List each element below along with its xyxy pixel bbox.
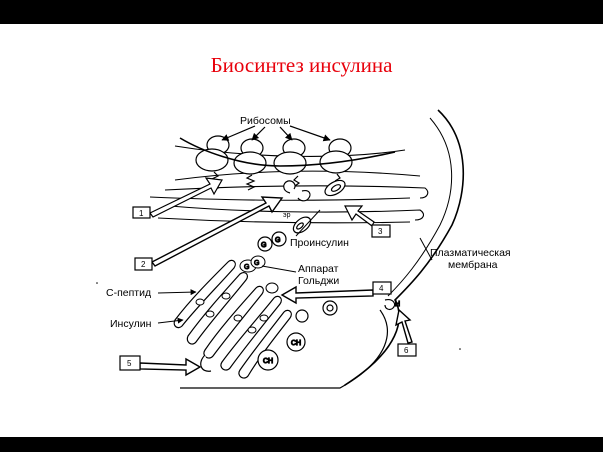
svg-text:CH: CH (291, 340, 301, 347)
transport-vesicles: G G (257, 216, 312, 252)
label-er: эр (283, 212, 291, 219)
step-1-number: 1 (139, 209, 144, 218)
step-5-number: 5 (127, 359, 132, 368)
step-6-number: 6 (404, 346, 409, 355)
dot-mark (344, 384, 346, 386)
bottom-black-bar (0, 437, 603, 452)
membrane-pointer (419, 237, 433, 261)
step-3: 3 (344, 205, 391, 238)
label-membrane-line1: Плазматическая (430, 247, 511, 259)
secretory-granules: CH CH (200, 300, 338, 372)
membrane-bottom-line (180, 309, 388, 389)
dot-mark (459, 348, 461, 350)
top-black-bar (0, 0, 603, 24)
insulin-pointer (157, 317, 184, 324)
step-2: 2 (134, 196, 284, 271)
label-c-peptide: С-пептид (106, 287, 151, 299)
step-3-number: 3 (378, 227, 383, 236)
svg-text:CH: CH (263, 358, 273, 365)
c-peptide-pointer (157, 289, 197, 296)
mrna-strand (179, 137, 396, 167)
svg-text:G: G (275, 237, 280, 244)
step-4-number: 4 (379, 284, 384, 293)
svg-text:H: H (395, 301, 400, 308)
exocytosis-site: H (384, 299, 401, 311)
golgi-granules: G G (195, 255, 279, 334)
svg-text:G: G (254, 260, 259, 267)
dot-mark (96, 282, 98, 284)
label-insulin: Инсулин (110, 318, 152, 330)
step-5: 5 (119, 355, 202, 377)
label-golgi-line1: Аппарат (298, 263, 339, 275)
step-2-number: 2 (141, 260, 146, 269)
golgi-pointer (261, 265, 297, 273)
slide-title: Биосинтез инсулина (210, 53, 393, 77)
step-1: 1 (132, 177, 223, 219)
label-membrane-line2: мембрана (448, 259, 498, 271)
ribosome-pointer-arrows (221, 125, 331, 142)
label-ribosomes: Рибосомы (240, 115, 291, 127)
step-4: 4 (280, 281, 392, 305)
plasma-membrane-inner (387, 117, 453, 297)
svg-text:G: G (244, 264, 249, 271)
step-6: 6 (395, 308, 417, 357)
svg-text:G: G (261, 242, 266, 249)
label-proinsulin: Проинсулин (290, 237, 349, 249)
label-golgi-line2: Гольджи (298, 275, 339, 287)
plasma-membrane-outer (344, 109, 465, 386)
proinsulin-pointer (295, 209, 321, 237)
proinsulin-in-er (283, 179, 346, 202)
peptide-chains (210, 171, 341, 192)
